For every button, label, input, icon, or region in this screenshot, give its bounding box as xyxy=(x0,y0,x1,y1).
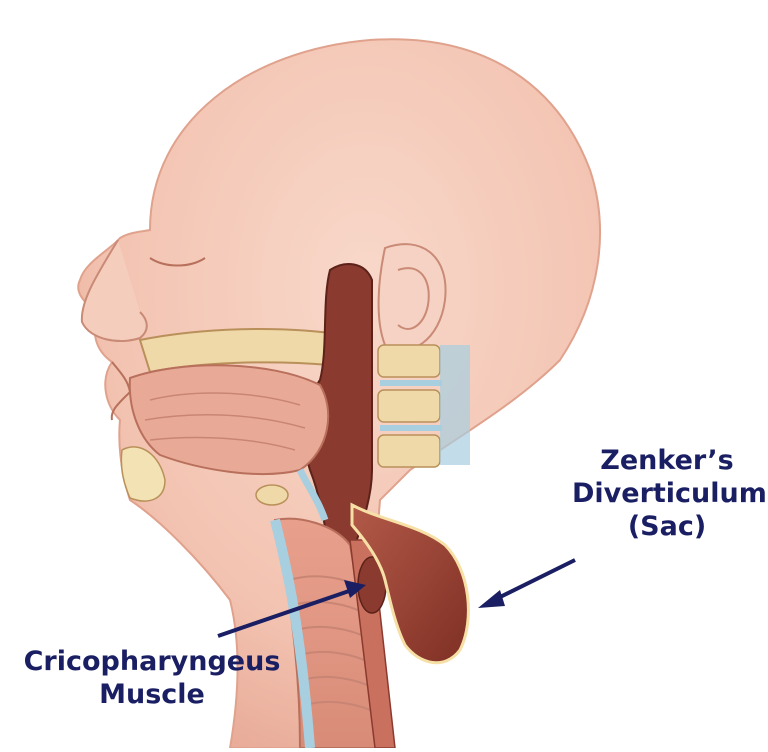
hyoid-bone xyxy=(256,485,288,505)
cricopharyngeus-label: Cricopharyngeus Muscle xyxy=(2,645,302,711)
cricopharyngeus-label-line-1: Cricopharyngeus xyxy=(2,645,302,678)
zenker-label-line-1: Zenker’s xyxy=(572,444,762,477)
zenker-diverticulum-label: Zenker’s Diverticulum (Sac) xyxy=(572,444,762,543)
cervical-spine xyxy=(378,345,470,467)
cricopharyngeus-label-line-2: Muscle xyxy=(2,678,302,711)
zenker-label-line-2: Diverticulum xyxy=(572,477,762,510)
zenker-label-line-3: (Sac) xyxy=(572,510,762,543)
arrow-to-sac xyxy=(478,560,575,608)
